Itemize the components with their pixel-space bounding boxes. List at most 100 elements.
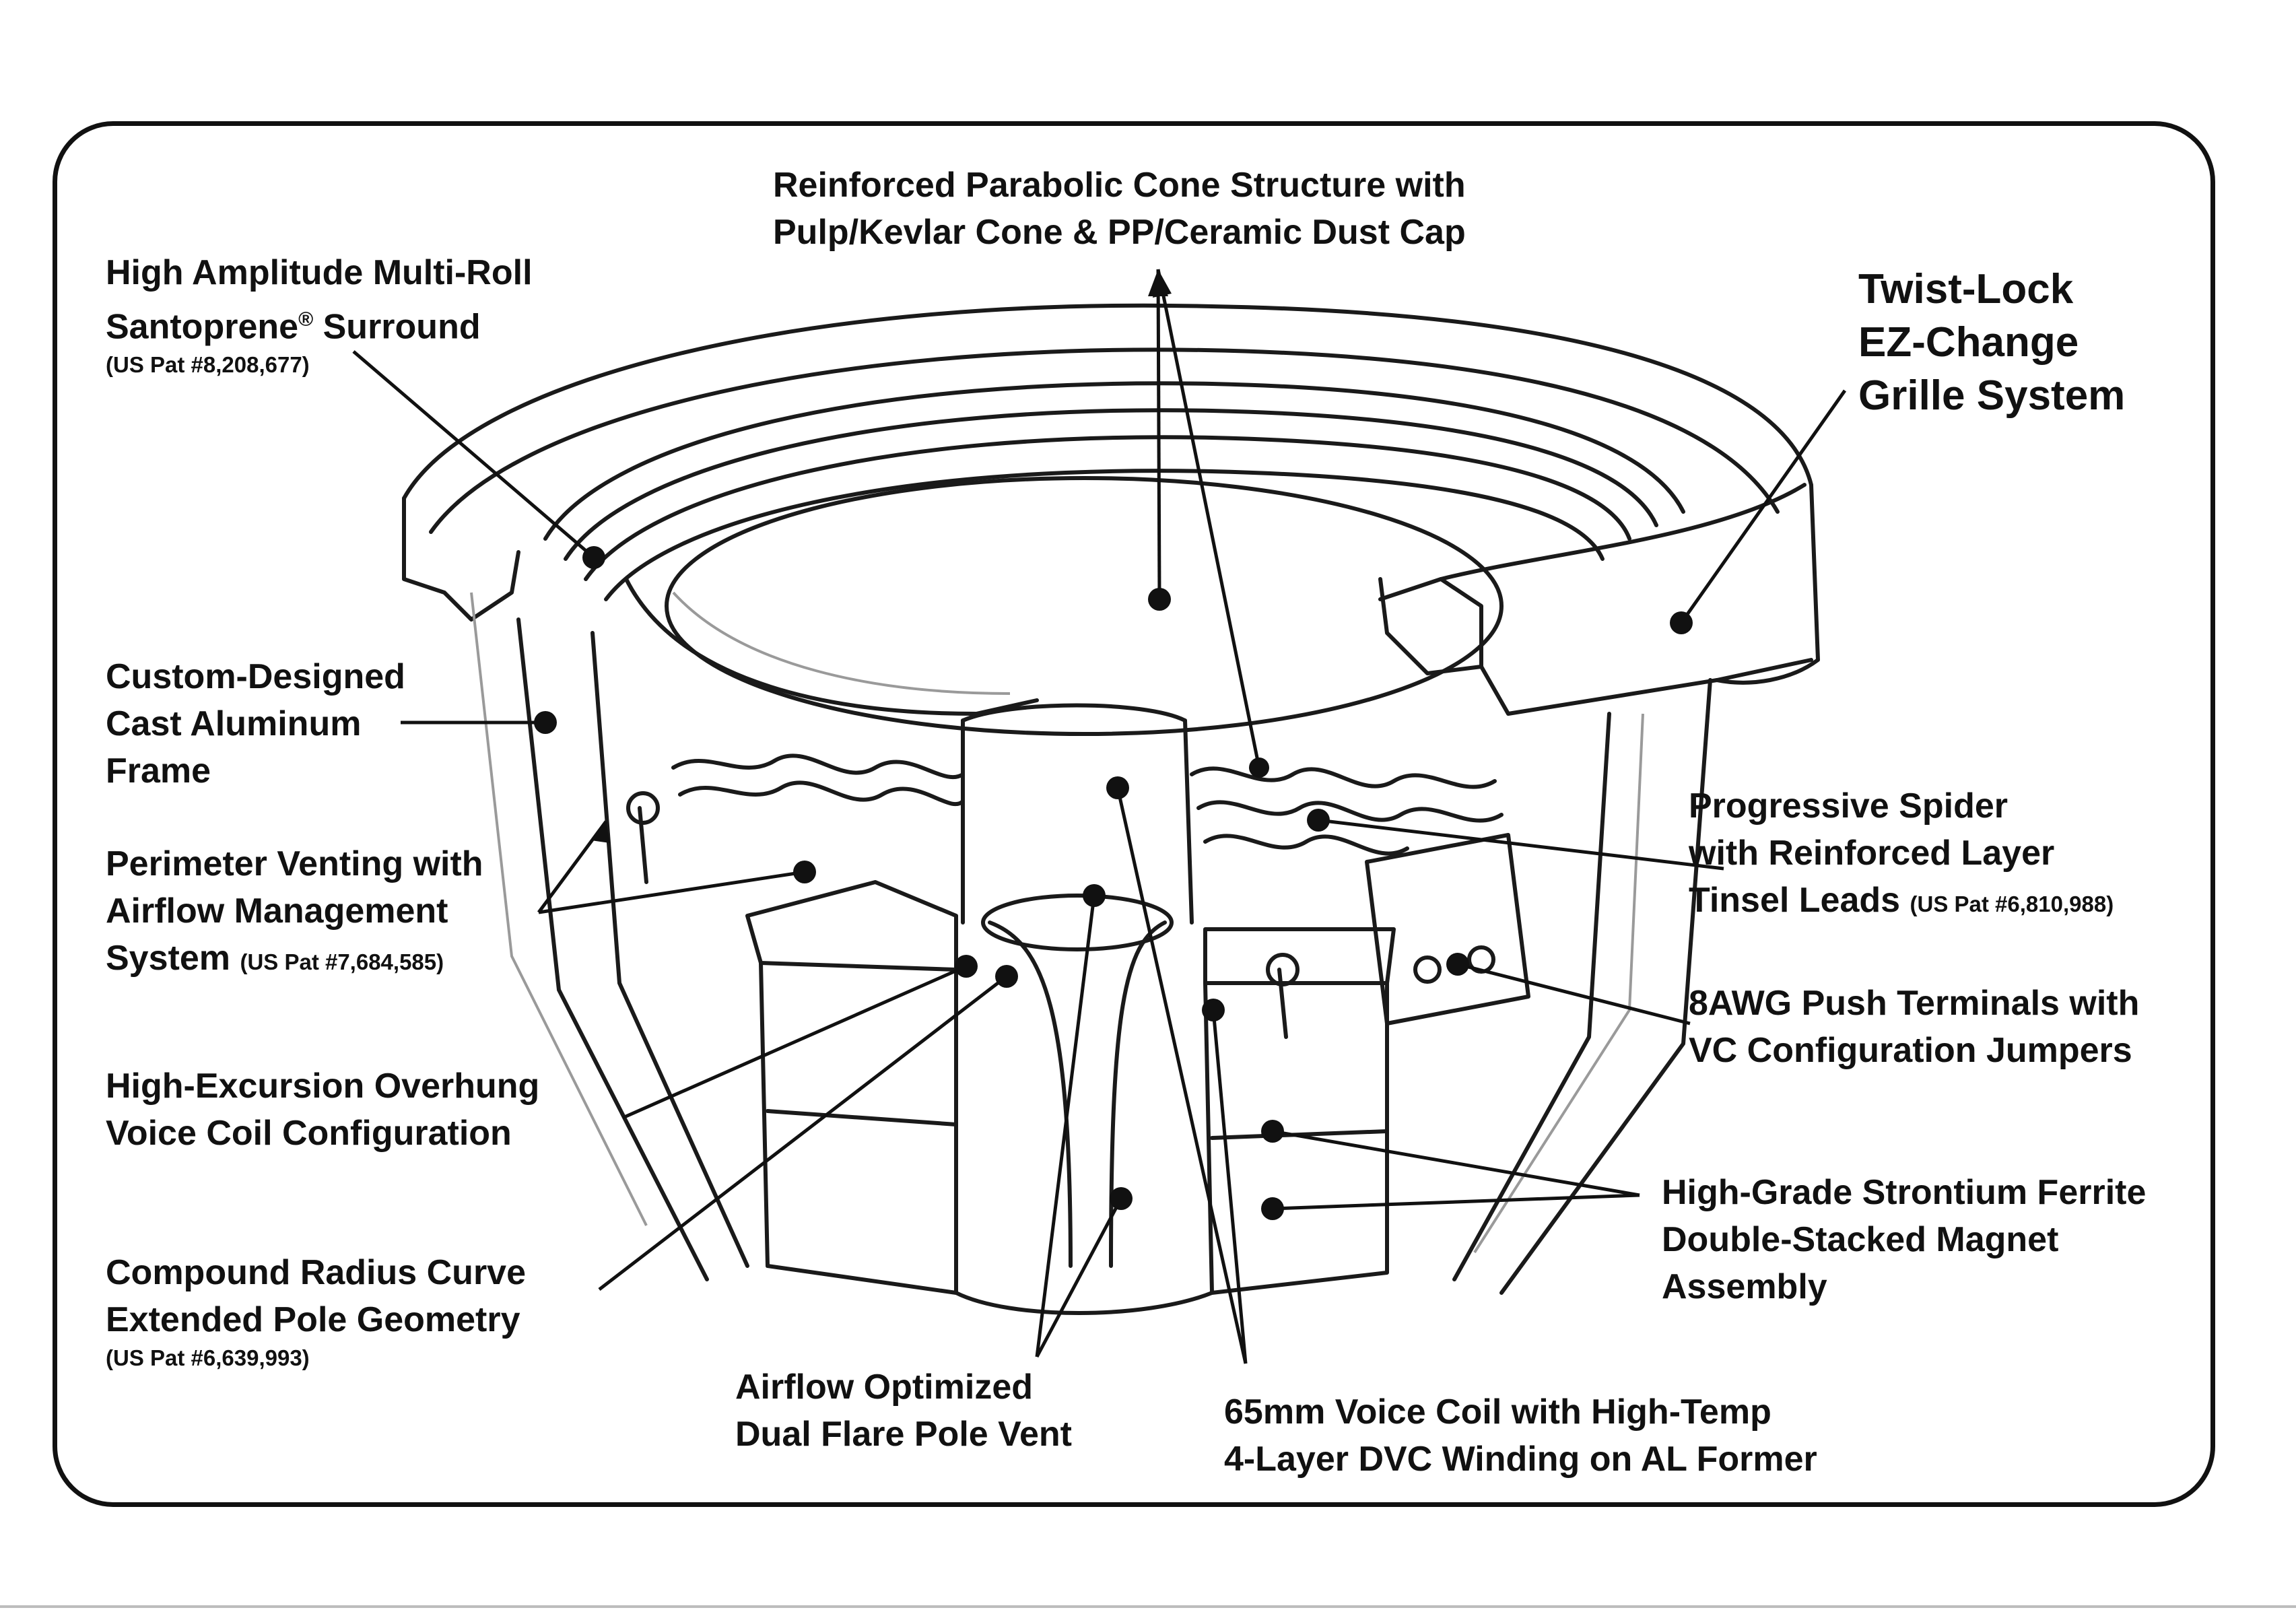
leader-cone-b (1156, 269, 1261, 768)
label-magnet-line3: Assembly (1662, 1267, 1827, 1306)
diagram-border (53, 121, 2215, 1507)
rim-cut-right (1378, 577, 1813, 716)
leader-polevent-b (1035, 1197, 1123, 1358)
label-frame: Custom-Designed Cast Aluminum Frame (106, 653, 405, 795)
label-terminals-line1: 8AWG Push Terminals with (1689, 984, 2140, 1023)
leader-venting-b (538, 870, 805, 914)
label-grille-line1: Twist-Lock (1858, 266, 2074, 312)
label-terminals: 8AWG Push Terminals with VC Configuratio… (1689, 980, 2139, 1074)
basket-rim-inner (429, 347, 1780, 534)
label-cone-line2: Pulp/Kevlar Cone & PP/Ceramic Dust Cap (773, 213, 1466, 252)
label-polevent-line1: Airflow Optimized (735, 1368, 1033, 1407)
top-plate-left (745, 880, 958, 972)
label-magnet-line2: Double-Stacked Magnet (1662, 1220, 2059, 1259)
label-overhung-line2: Voice Coil Configuration (106, 1114, 512, 1153)
label-pole-vent: Airflow Optimized Dual Flare Pole Vent (735, 1364, 1072, 1458)
center-tube-top (961, 703, 1187, 723)
label-terminals-line2: VC Configuration Jumpers (1689, 1031, 2132, 1070)
callout-dot-cone (1148, 588, 1171, 611)
label-cone-line1: Reinforced Parabolic Cone Structure with (773, 166, 1466, 205)
spider-left (671, 753, 965, 780)
leader-voicecoil-b (1211, 1009, 1248, 1364)
vent-screw-left-head (626, 791, 660, 825)
vent-screw-right-head (1266, 953, 1299, 986)
center-tube-right (1183, 718, 1194, 925)
label-venting-line1: Perimeter Venting with (106, 844, 483, 883)
grille-ring-cut (1378, 577, 1483, 669)
callout-dot-dustcap (1249, 758, 1269, 778)
top-plate-right (1203, 927, 1396, 985)
label-magnet-line1: High-Grade Strontium Ferrite (1662, 1173, 2147, 1212)
pole-base (954, 1291, 1214, 1315)
detail-cone-inner (672, 591, 1011, 695)
spider-right-2 (1196, 800, 1504, 823)
callout-dot-grille (1670, 611, 1693, 634)
pole-vent-left (988, 920, 1073, 1268)
callout-dot-magnet-bottom (1261, 1197, 1284, 1220)
label-voice-coil: 65mm Voice Coil with High-Temp 4-Layer D… (1224, 1388, 1817, 1483)
label-pole-line1: Compound Radius Curve (106, 1253, 527, 1292)
label-frame-line1: Custom-Designed (106, 657, 405, 696)
label-pole-geometry: Compound Radius Curve Extended Pole Geom… (106, 1249, 526, 1373)
leader-magnet-a (1272, 1129, 1640, 1197)
surround-roll-4 (604, 469, 1605, 601)
magnet-left (759, 961, 958, 1295)
basket-rim-outer (402, 303, 1820, 685)
label-surround: High Amplitude Multi-Roll Santoprene® Su… (106, 249, 533, 380)
callout-dot-terminals (1446, 953, 1469, 976)
rim-cut-left (402, 496, 520, 622)
label-venting: Perimeter Venting with Airflow Managemen… (106, 840, 483, 986)
cone-face (624, 577, 1039, 716)
magnet-left-seam (766, 1109, 958, 1127)
label-voicecoil-line2: 4-Layer DVC Winding on AL Former (1224, 1440, 1817, 1479)
label-cone-structure: Reinforced Parabolic Cone Structure with… (773, 162, 1466, 256)
label-venting-line3: System (US Pat #7,684,585) (106, 939, 444, 978)
label-frame-line2: Cast Aluminum (106, 704, 362, 743)
terminal-left (1413, 955, 1442, 984)
leader-cone-a (1156, 269, 1161, 600)
label-frame-line3: Frame (106, 751, 211, 791)
callout-dot-voicecoil (1202, 999, 1225, 1021)
arrow-venting (591, 821, 610, 843)
surround-roll-2 (564, 408, 1658, 561)
callout-dot-overhung (955, 955, 978, 978)
spider-right-3 (1203, 834, 1409, 856)
callout-dot-polevent-bottom (1110, 1187, 1133, 1210)
leader-surround (352, 350, 595, 559)
label-grille-system: Twist-Lock EZ-Change Grille System (1858, 263, 2125, 422)
callout-dot-surround (582, 546, 605, 569)
label-polevent-line2: Dual Flare Pole Vent (735, 1415, 1072, 1454)
label-overhung-line1: High-Excursion Overhung (106, 1067, 540, 1106)
detail-basket-left (470, 592, 648, 1226)
spider-left-2 (678, 780, 965, 807)
callout-dot-venting (793, 861, 816, 883)
label-surround-line2: Santoprene® Surround (106, 307, 481, 347)
pole-vent-right (1109, 920, 1167, 1268)
callout-dot-spider (1307, 809, 1330, 832)
callout-dot-magnet-top (1261, 1120, 1284, 1143)
leader-polevent-a (1035, 895, 1096, 1357)
leader-grille (1679, 389, 1847, 624)
basket-side-right-inner (1452, 712, 1611, 1281)
leader-spider (1318, 818, 1724, 871)
vent-screw-right (1277, 968, 1288, 1039)
callout-dot-pole (995, 965, 1018, 988)
callout-dot-polevent-top (1083, 884, 1106, 907)
callout-dot-center (1106, 776, 1129, 799)
label-surround-patent: (US Pat #8,208,677) (106, 352, 310, 378)
label-voicecoil-line1: 65mm Voice Coil with High-Temp (1224, 1392, 1771, 1432)
spider-right (1190, 766, 1497, 789)
cone-edge (665, 476, 1504, 736)
leader-voicecoil-a (1116, 787, 1248, 1364)
leader-magnet-b (1272, 1193, 1640, 1211)
pole-vent-top (981, 894, 1174, 951)
bottom-rule (0, 1605, 2296, 1608)
callout-dot-frame (534, 711, 557, 734)
basket-side-left (516, 617, 709, 1281)
label-magnet: High-Grade Strontium Ferrite Double-Stac… (1662, 1169, 2146, 1310)
leader-terminals (1457, 962, 1691, 1026)
label-spider-line1: Progressive Spider (1689, 786, 2008, 826)
label-surround-line1: High Amplitude Multi-Roll (106, 253, 533, 292)
label-pole-patent: (US Pat #6,639,993) (106, 1345, 310, 1370)
